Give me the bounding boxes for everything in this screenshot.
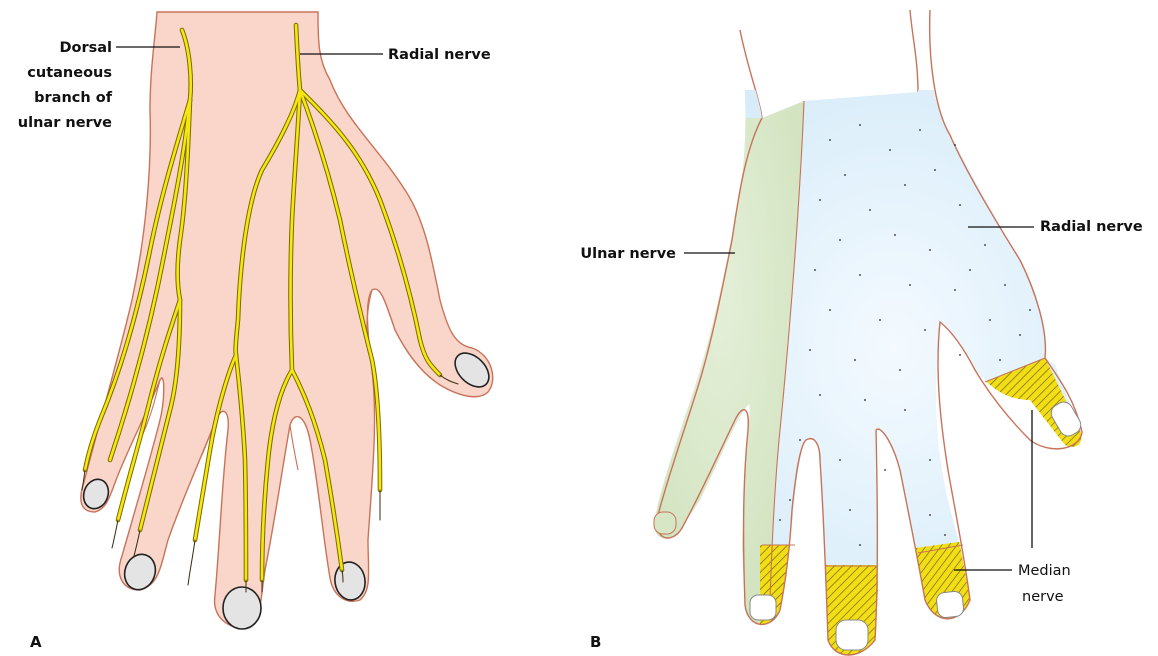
- forearm-b-right: [910, 10, 918, 92]
- hand-b: Ulnar nerve Radial nerve Median nerve B: [580, 10, 1143, 656]
- nail-ring-b: [750, 595, 776, 620]
- label-median-line1: Median: [1018, 563, 1071, 579]
- panel-letter-b: B: [590, 633, 601, 651]
- label-dorsal-line3: branch of: [34, 90, 113, 106]
- hand-a-skin: [81, 12, 493, 628]
- nail-middle-a: [223, 587, 261, 629]
- nail-little-b: [654, 512, 676, 534]
- label-ulnar-nerve: Ulnar nerve: [580, 246, 676, 262]
- label-dorsal-line1: Dorsal: [59, 40, 112, 56]
- label-radial-nerve-b: Radial nerve: [1040, 219, 1143, 235]
- median-zone-index: [894, 540, 986, 640]
- label-median-line2: nerve: [1022, 589, 1064, 605]
- nail-index-b: [936, 591, 964, 619]
- label-radial-nerve-a: Radial nerve: [388, 47, 491, 63]
- nail-middle-b: [836, 620, 868, 650]
- hand-a: Dorsal cutaneous branch of ulnar nerve R…: [18, 12, 496, 651]
- label-dorsal-line4: ulnar nerve: [18, 115, 112, 131]
- label-dorsal-line2: cutaneous: [27, 65, 112, 81]
- panel-letter-a: A: [30, 633, 42, 651]
